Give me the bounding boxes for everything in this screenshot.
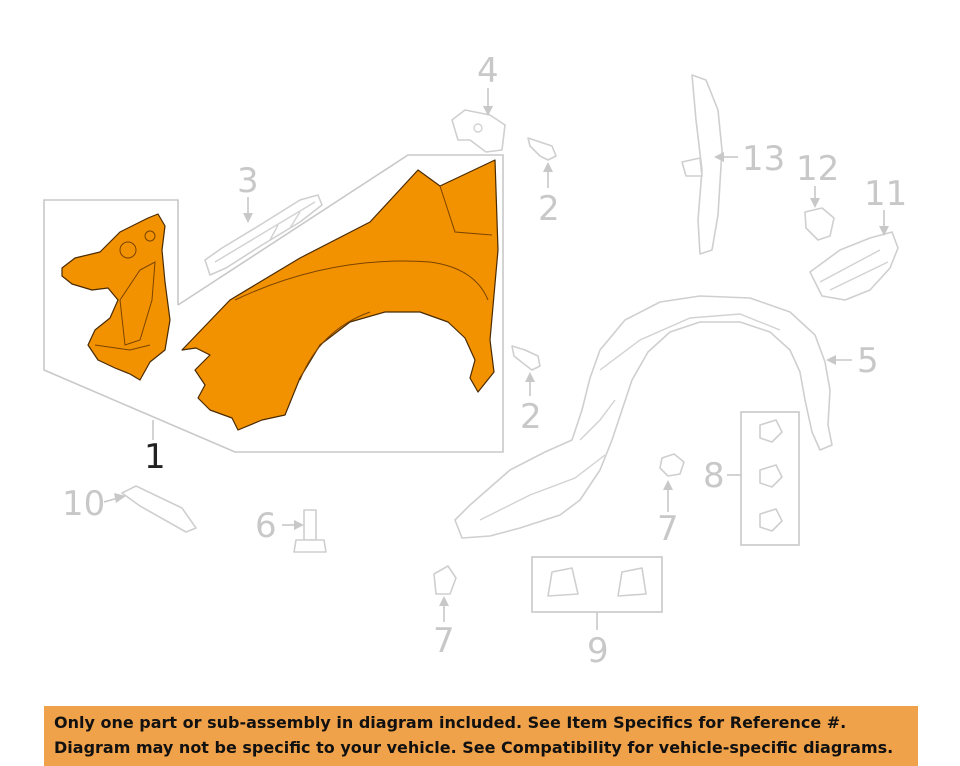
callout-2-upper: 2 bbox=[538, 189, 560, 229]
callout-7-upper: 7 bbox=[657, 509, 679, 549]
callout-9: 9 bbox=[587, 631, 609, 671]
callout-11: 11 bbox=[864, 174, 907, 214]
part-2-bolt-upper bbox=[527, 137, 557, 161]
callout-6: 6 bbox=[255, 506, 277, 546]
part-9-clips bbox=[531, 556, 663, 613]
part-8-clips bbox=[740, 411, 800, 546]
banner-line-1: Only one part or sub-assembly in diagram… bbox=[54, 713, 847, 732]
callout-10: 10 bbox=[62, 484, 105, 524]
callout-2-lower: 2 bbox=[520, 397, 542, 437]
part-7-pin-lower bbox=[433, 565, 457, 595]
part-13-trim bbox=[681, 74, 723, 255]
callout-4: 4 bbox=[477, 51, 499, 91]
callout-3: 3 bbox=[237, 161, 259, 201]
callout-1: 1 bbox=[144, 437, 166, 477]
front-fender-highlighted bbox=[181, 159, 499, 431]
part-11-shield bbox=[809, 231, 899, 301]
part-4-bracket bbox=[451, 109, 506, 153]
part-12-clip bbox=[804, 207, 835, 241]
part-5-fender-liner bbox=[454, 295, 833, 539]
banner-line-2: Diagram may not be specific to your vehi… bbox=[54, 738, 894, 757]
part-2-bolt-lower bbox=[511, 345, 541, 371]
callout-12: 12 bbox=[796, 149, 839, 189]
assembly-frame bbox=[43, 154, 504, 453]
disclaimer-banner: Only one part or sub-assembly in diagram… bbox=[44, 706, 918, 766]
parts-diagram: 1 2 2 3 4 5 6 7 7 8 9 10 11 12 13 bbox=[43, 51, 907, 671]
leader-lines bbox=[103, 88, 889, 630]
part-6-bolt bbox=[293, 509, 327, 553]
callout-13: 13 bbox=[742, 139, 785, 179]
part-10-strip bbox=[121, 485, 197, 533]
callout-5: 5 bbox=[857, 341, 879, 381]
part-3-bracket bbox=[204, 194, 323, 276]
fender-bracket-highlighted bbox=[61, 213, 171, 381]
callout-7-lower: 7 bbox=[433, 621, 455, 661]
part-7-pin-upper bbox=[659, 453, 685, 477]
callout-8: 8 bbox=[703, 456, 725, 496]
